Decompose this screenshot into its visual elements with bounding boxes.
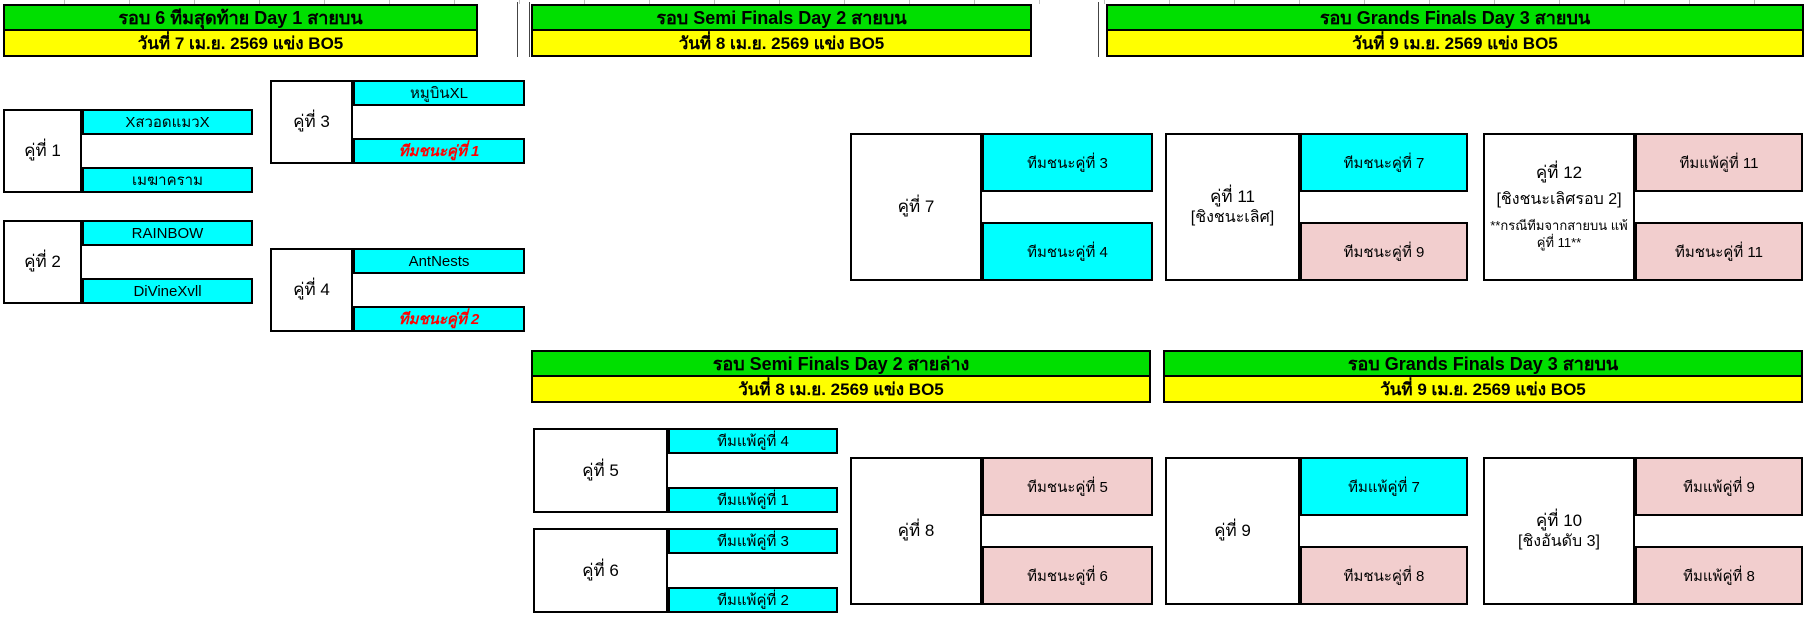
team-name: ทีมแพ้คู่ที่ 2 [717, 592, 789, 609]
match-2-label: คู่ที่ 2 [24, 252, 61, 272]
match-3-team-slot-2: ทีมชนะคู่ที่ 1 [353, 138, 525, 164]
spreadsheet-gridlines [0, 0, 1807, 4]
round-header-semis-upper-subtitle: วันที่ 8 เม.ย. 2569 แข่ง BO5 [531, 31, 1032, 57]
match-9-team-slot-2: ทีมชนะคู่ที่ 8 [1300, 546, 1468, 605]
cell-border-line [529, 2, 530, 57]
cell-border-line [517, 2, 518, 57]
match-4-label: คู่ที่ 4 [293, 280, 330, 300]
match-3-label: คู่ที่ 3 [293, 112, 330, 132]
match-6-label: คู่ที่ 6 [582, 560, 619, 580]
match-5-box: คู่ที่ 5 [533, 428, 668, 513]
team-name: AntNests [408, 252, 470, 270]
match-5-team-slot-2: ทีมแพ้คู่ที่ 1 [668, 487, 838, 513]
match-7-box: คู่ที่ 7 [850, 133, 982, 281]
match-11-label: คู่ที่ 11 [1210, 187, 1255, 207]
match-12-box: คู่ที่ 12 [ชิงชนะเลิศรอบ 2] **กรณีทีมจาก… [1483, 133, 1635, 281]
match-12-team-slot-2: ทีมชนะคู่ที่ 11 [1635, 222, 1803, 281]
match-12-label: คู่ที่ 12 [1535, 163, 1583, 183]
team-name: ทีมชนะคู่ที่ 6 [1027, 567, 1108, 585]
match-11-box: คู่ที่ 11 [ชิงชนะเลิศ] [1165, 133, 1300, 281]
team-name: ทีมแพ้คู่ที่ 9 [1683, 478, 1755, 496]
match-5-label: คู่ที่ 5 [582, 460, 619, 480]
match-7-label: คู่ที่ 7 [897, 197, 935, 217]
match-11-team-slot-1: ทีมชนะคู่ที่ 7 [1300, 133, 1468, 192]
cell-border-line [1098, 2, 1099, 57]
match-3-team-slot-1: หมูบินXL [353, 80, 525, 106]
match-11-sublabel: [ชิงชนะเลิศ] [1190, 208, 1275, 226]
match-11-team-slot-2: ทีมชนะคู่ที่ 9 [1300, 222, 1468, 281]
team-name: ทีมแพ้คู่ที่ 8 [1683, 567, 1755, 585]
match-4-box: คู่ที่ 4 [270, 248, 353, 332]
team-name: XสวอดแมวX [125, 114, 210, 131]
match-4-team-slot-2: ทีมชนะคู่ที่ 2 [353, 306, 525, 332]
match-10-sublabel: [ชิงอันดับ 3] [1518, 532, 1600, 550]
pending-winner-label: ทีมชนะคู่ที่ 2 [398, 311, 480, 328]
match-10-team-slot-1: ทีมแพ้คู่ที่ 9 [1635, 457, 1803, 516]
round-header-semis-upper-title: รอบ Semi Finals Day 2 สายบน [531, 4, 1032, 31]
match-8-team-slot-2: ทีมชนะคู่ที่ 6 [982, 546, 1153, 605]
match-9-label: คู่ที่ 9 [1214, 521, 1251, 541]
team-name: ทีมชนะคู่ที่ 9 [1343, 243, 1425, 261]
team-name: ทีมแพ้คู่ที่ 11 [1679, 154, 1759, 172]
team-name: ทีมแพ้คู่ที่ 1 [717, 492, 789, 509]
match-8-label: คู่ที่ 8 [897, 521, 935, 541]
team-name: หมูบินXL [410, 85, 468, 102]
match-8-team-slot-1: ทีมชนะคู่ที่ 5 [982, 457, 1153, 516]
team-name: ทีมแพ้คู่ที่ 4 [717, 433, 789, 450]
match-10-box: คู่ที่ 10 [ชิงอันดับ 3] [1483, 457, 1635, 605]
team-name: ทีมชนะคู่ที่ 11 [1675, 243, 1763, 261]
match-1-label: คู่ที่ 1 [24, 141, 61, 161]
team-name: RAINBOW [131, 224, 204, 242]
match-7-team-slot-1: ทีมชนะคู่ที่ 3 [982, 133, 1153, 192]
match-1-team-slot-2: เมฆาคราม [82, 167, 253, 193]
team-name: ทีมชนะคู่ที่ 5 [1027, 478, 1108, 496]
round-header-day1-upper-title: รอบ 6 ทีมสุดท้าย Day 1 สายบน [3, 4, 478, 31]
match-6-box: คู่ที่ 6 [533, 528, 668, 613]
match-6-team-slot-2: ทีมแพ้คู่ที่ 2 [668, 587, 838, 613]
round-header-semis-lower-title: รอบ Semi Finals Day 2 สายล่าง [531, 350, 1151, 377]
match-10-label: คู่ที่ 10 [1535, 511, 1583, 531]
match-5-team-slot-1: ทีมแพ้คู่ที่ 4 [668, 428, 838, 454]
team-name: ทีมชนะคู่ที่ 8 [1343, 567, 1425, 585]
match-8-box: คู่ที่ 8 [850, 457, 982, 605]
round-header-grandfinals-lower-title: รอบ Grands Finals Day 3 สายบน [1163, 350, 1803, 377]
match-1-box: คู่ที่ 1 [3, 109, 82, 193]
round-header-grandfinals-lower-subtitle: วันที่ 9 เม.ย. 2569 แข่ง BO5 [1163, 377, 1803, 403]
team-name: DiVineXvll [133, 282, 202, 300]
round-header-semis-lower-subtitle: วันที่ 8 เม.ย. 2569 แข่ง BO5 [531, 377, 1151, 403]
match-2-team-slot-1: RAINBOW [82, 220, 253, 246]
match-7-team-slot-2: ทีมชนะคู่ที่ 4 [982, 222, 1153, 281]
match-12-team-slot-1: ทีมแพ้คู่ที่ 11 [1635, 133, 1803, 192]
match-4-team-slot-1: AntNests [353, 248, 525, 274]
team-name: ทีมแพ้คู่ที่ 7 [1348, 478, 1420, 496]
match-10-team-slot-2: ทีมแพ้คู่ที่ 8 [1635, 546, 1803, 605]
match-3-box: คู่ที่ 3 [270, 80, 353, 164]
pending-winner-label: ทีมชนะคู่ที่ 1 [398, 143, 480, 160]
round-header-grandfinals-upper-subtitle: วันที่ 9 เม.ย. 2569 แข่ง BO5 [1106, 31, 1804, 57]
match-12-condition-note: **กรณีทีมจากสายบน แพ้คู่ที่ 11** [1490, 217, 1628, 250]
round-header-grandfinals-upper-title: รอบ Grands Finals Day 3 สายบน [1106, 4, 1804, 31]
match-6-team-slot-1: ทีมแพ้คู่ที่ 3 [668, 528, 838, 554]
match-1-team-slot-1: XสวอดแมวX [82, 109, 253, 135]
team-name: ทีมแพ้คู่ที่ 3 [717, 533, 789, 550]
match-2-box: คู่ที่ 2 [3, 220, 82, 304]
team-name: ทีมชนะคู่ที่ 7 [1343, 154, 1425, 172]
match-2-team-slot-2: DiVineXvll [82, 278, 253, 304]
team-name: เมฆาคราม [132, 172, 203, 189]
team-name: ทีมชนะคู่ที่ 4 [1027, 243, 1108, 261]
match-9-box: คู่ที่ 9 [1165, 457, 1300, 605]
match-9-team-slot-1: ทีมแพ้คู่ที่ 7 [1300, 457, 1468, 516]
team-name: ทีมชนะคู่ที่ 3 [1027, 154, 1108, 172]
match-12-sublabel: [ชิงชนะเลิศรอบ 2] [1496, 190, 1622, 208]
round-header-day1-upper-subtitle: วันที่ 7 เม.ย. 2569 แข่ง BO5 [3, 31, 478, 57]
